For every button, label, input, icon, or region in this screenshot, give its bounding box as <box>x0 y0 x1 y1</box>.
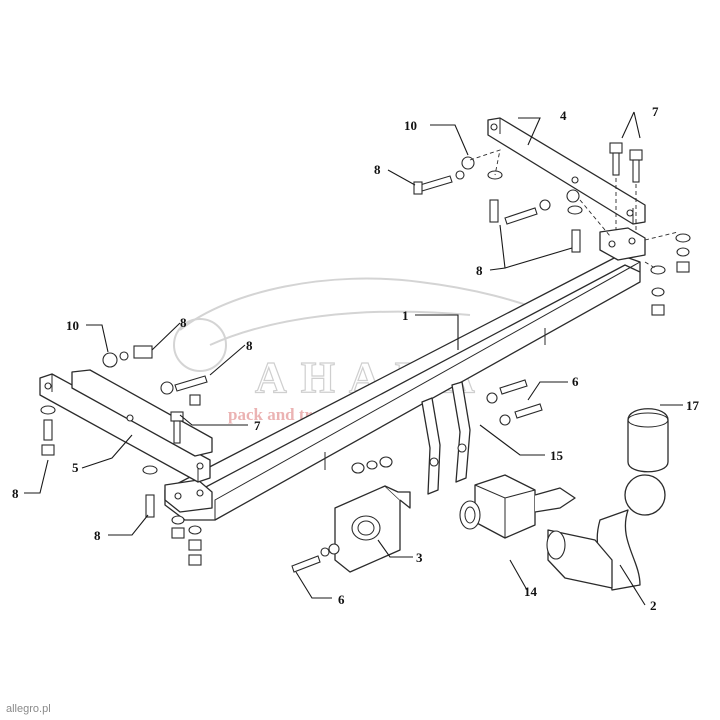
callout-7-left: 7 <box>254 418 261 433</box>
callout-8-center: 8 <box>476 263 483 278</box>
socket-plate-lugs <box>421 381 471 495</box>
callout-8-bottom: 8 <box>94 528 101 543</box>
callout-10-left: 10 <box>66 318 79 333</box>
electrical-socket <box>459 474 576 539</box>
main-cross-beam <box>164 227 646 521</box>
callout-15: 15 <box>550 448 564 463</box>
leader-lines <box>24 111 683 606</box>
callout-8-left-top: 8 <box>180 315 187 330</box>
callout-7-top: 7 <box>652 104 659 119</box>
callout-labels: 1 2 3 4 5 6 6 7 7 8 8 8 8 8 8 10 10 14 1… <box>12 104 700 613</box>
watermark-logo-arc-inner <box>209 310 471 346</box>
callout-3: 3 <box>416 550 423 565</box>
source-watermark: allegro.pl <box>6 703 51 715</box>
watermark-logo-wheel <box>173 318 227 372</box>
callout-6-bottom: 6 <box>338 592 345 607</box>
tow-ball <box>624 474 666 516</box>
tow-ball-cover <box>627 408 669 473</box>
callout-17: 17 <box>686 398 700 413</box>
watermark-logo-arc <box>179 277 561 331</box>
callout-2: 2 <box>650 598 657 613</box>
callout-10-top: 10 <box>404 118 417 133</box>
callout-6-right: 6 <box>572 374 579 389</box>
callout-14: 14 <box>524 584 538 599</box>
callout-4: 4 <box>560 108 567 123</box>
socket-bracket <box>334 485 411 573</box>
callout-8-left-bottom: 8 <box>12 486 19 501</box>
callout-8-left-mid: 8 <box>246 338 253 353</box>
right-mounting-bracket <box>487 117 646 225</box>
fastener-set <box>40 142 691 573</box>
callout-8-top: 8 <box>374 162 381 177</box>
callout-5: 5 <box>72 460 79 475</box>
tow-ball-assembly <box>546 408 669 591</box>
callout-1: 1 <box>402 308 409 323</box>
